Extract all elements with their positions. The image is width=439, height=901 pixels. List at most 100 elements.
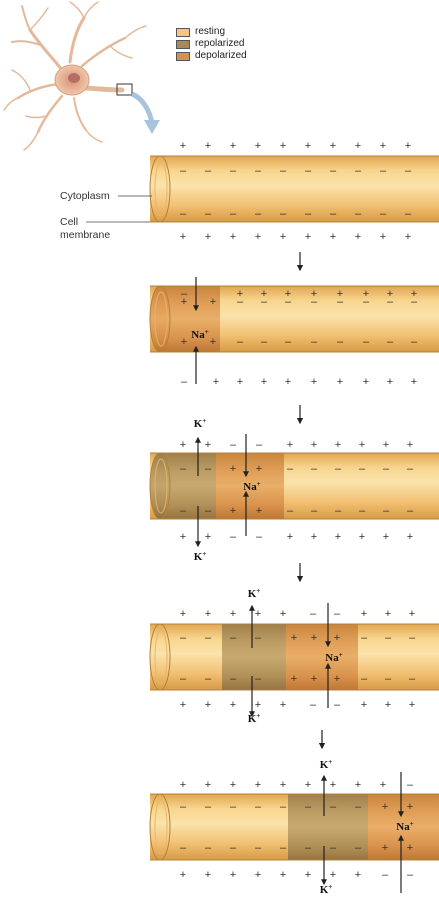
plus-sign: + xyxy=(330,231,336,243)
axon-cut-end xyxy=(149,793,171,861)
plus-sign: + xyxy=(180,531,186,543)
plus-sign: + xyxy=(181,336,187,348)
potassium-ion-label: K+ xyxy=(248,712,261,725)
plus-sign: + xyxy=(255,869,261,881)
minus-sign: – xyxy=(311,463,318,475)
plus-sign: + xyxy=(230,779,236,791)
plus-sign: + xyxy=(230,463,236,475)
plus-sign: + xyxy=(337,376,343,388)
minus-sign: – xyxy=(255,842,262,854)
plus-sign: + xyxy=(291,673,297,685)
plus-sign: + xyxy=(285,376,291,388)
minus-sign: – xyxy=(305,842,312,854)
plus-sign: + xyxy=(255,140,261,152)
minus-sign: – xyxy=(311,296,318,308)
minus-sign: – xyxy=(237,336,244,348)
plus-sign: + xyxy=(405,140,411,152)
minus-sign: – xyxy=(261,296,268,308)
axon-segment-4 xyxy=(149,623,439,691)
plus-sign: + xyxy=(230,231,236,243)
minus-sign: – xyxy=(383,463,390,475)
minus-sign: – xyxy=(280,842,287,854)
minus-sign: – xyxy=(205,208,212,220)
plus-sign: + xyxy=(255,699,261,711)
legend-label: resting xyxy=(195,26,226,37)
plus-sign: + xyxy=(405,231,411,243)
minus-sign: – xyxy=(407,869,414,881)
minus-sign: – xyxy=(310,608,317,620)
minus-sign: – xyxy=(359,463,366,475)
axon-cut-end xyxy=(149,452,171,520)
minus-sign: – xyxy=(237,296,244,308)
axon-cut-end-inner xyxy=(154,629,168,685)
plus-sign: + xyxy=(380,779,386,791)
minus-sign: – xyxy=(334,699,341,711)
minus-sign: – xyxy=(355,208,362,220)
neuron-illustration xyxy=(3,1,160,151)
plus-sign: + xyxy=(305,140,311,152)
plus-sign: + xyxy=(205,699,211,711)
potassium-ion-label: K+ xyxy=(320,883,333,896)
plus-sign: + xyxy=(280,140,286,152)
plus-sign: + xyxy=(205,531,211,543)
plus-sign: + xyxy=(355,869,361,881)
minus-sign: – xyxy=(355,801,362,813)
minus-sign: – xyxy=(387,336,394,348)
minus-sign: – xyxy=(337,336,344,348)
minus-sign: – xyxy=(361,673,368,685)
minus-sign: – xyxy=(361,632,368,644)
minus-sign: – xyxy=(205,505,212,517)
plus-sign: + xyxy=(287,439,293,451)
plus-sign: + xyxy=(180,231,186,243)
minus-sign: – xyxy=(287,463,294,475)
plus-sign: + xyxy=(280,231,286,243)
plus-sign: + xyxy=(334,673,340,685)
plus-sign: + xyxy=(330,869,336,881)
minus-sign: – xyxy=(355,165,362,177)
plus-sign: + xyxy=(180,699,186,711)
minus-sign: – xyxy=(230,208,237,220)
minus-sign: – xyxy=(359,505,366,517)
sodium-ion-label: Na+ xyxy=(325,651,342,664)
plus-sign: + xyxy=(334,632,340,644)
plus-sign: + xyxy=(205,231,211,243)
minus-sign: – xyxy=(180,463,187,475)
minus-sign: – xyxy=(405,165,412,177)
plus-sign: + xyxy=(411,288,417,300)
legend: resting repolarized depolarized xyxy=(176,26,247,62)
plus-sign: + xyxy=(407,439,413,451)
minus-sign: – xyxy=(305,801,312,813)
plus-sign: + xyxy=(237,376,243,388)
potassium-ion-label: K+ xyxy=(194,417,207,430)
minus-sign: – xyxy=(355,842,362,854)
minus-sign: – xyxy=(387,296,394,308)
plus-sign: + xyxy=(311,673,317,685)
plus-sign: + xyxy=(305,779,311,791)
legend-swatch-repolarized xyxy=(176,39,190,49)
plus-sign: + xyxy=(407,531,413,543)
plus-sign: + xyxy=(280,869,286,881)
depolarized-region xyxy=(286,624,358,690)
minus-sign: – xyxy=(180,165,187,177)
plus-sign: + xyxy=(363,288,369,300)
legend-item-depolarized: depolarized xyxy=(176,50,247,62)
sodium-ion-label: Na+ xyxy=(243,480,260,493)
plus-sign: + xyxy=(205,779,211,791)
plus-sign: + xyxy=(355,140,361,152)
plus-sign: + xyxy=(335,439,341,451)
potassium-ion-label: K+ xyxy=(194,550,207,563)
plus-sign: + xyxy=(255,779,261,791)
minus-sign: – xyxy=(409,673,416,685)
legend-swatch-resting xyxy=(176,27,190,37)
minus-sign: – xyxy=(180,505,187,517)
plus-sign: + xyxy=(385,608,391,620)
legend-item-repolarized: repolarized xyxy=(176,38,247,50)
minus-sign: – xyxy=(382,869,389,881)
legend-swatch-depolarized xyxy=(176,51,190,61)
plus-sign: + xyxy=(180,779,186,791)
minus-sign: – xyxy=(285,336,292,348)
minus-sign: – xyxy=(255,208,262,220)
potassium-ion-label: K+ xyxy=(248,587,261,600)
plus-sign: + xyxy=(237,288,243,300)
minus-sign: – xyxy=(411,296,418,308)
